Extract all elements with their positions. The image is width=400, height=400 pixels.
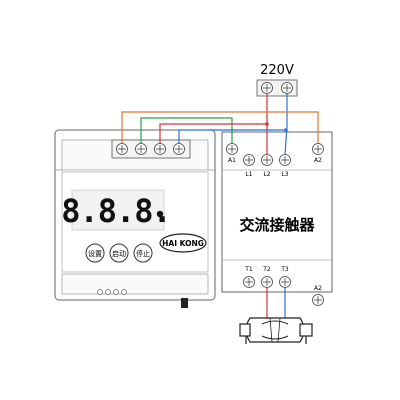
brand-logo: HAI KONG: [159, 233, 207, 253]
wire-blue: [178, 129, 286, 143]
wire-orange: [121, 111, 319, 143]
contactor-body: [221, 131, 333, 293]
display-digits: 8.8.8.: [61, 192, 171, 230]
din-clip-icon: [181, 298, 188, 308]
terminal-label-t1: T1: [244, 266, 253, 273]
setting-button[interactable]: 设置: [85, 243, 105, 263]
contactor-bottom-terminals: [243, 276, 324, 306]
terminal-label-l1: L1: [245, 171, 252, 178]
terminal-label-a2-bottom: A2: [314, 285, 322, 292]
brand-label: HAI KONG: [162, 239, 204, 248]
controller-terminal-block: [111, 139, 191, 159]
stop-button[interactable]: 停止: [133, 243, 153, 263]
terminal-label-a2-top: A2: [314, 157, 322, 164]
junction-dot-red: [265, 122, 269, 126]
wire-red: [159, 123, 267, 143]
terminal-label-t3: T3: [280, 266, 289, 273]
supply-voltage-label: 220V: [260, 63, 294, 78]
seven-segment-display: 8.8.8.: [61, 189, 172, 231]
start-button[interactable]: 启动: [109, 243, 129, 263]
status-indicator-dots: [97, 289, 127, 295]
motor-icon: [239, 317, 313, 344]
supply-terminal-block: [256, 79, 298, 97]
terminal-label-l3: L3: [281, 171, 288, 178]
terminal-label-t2: T2: [262, 266, 271, 273]
junction-dot-blue: [284, 128, 288, 132]
stop-button-label: 停止: [136, 249, 150, 258]
display-dot-icon: [156, 210, 164, 218]
contactor-top-terminals: [226, 143, 324, 166]
terminal-label-l2: L2: [263, 171, 270, 178]
setting-button-label: 设置: [88, 249, 102, 258]
start-button-label: 启动: [112, 249, 126, 258]
terminal-label-a1-top: A1: [228, 157, 236, 164]
contactor-title: 交流接触器: [239, 216, 315, 234]
